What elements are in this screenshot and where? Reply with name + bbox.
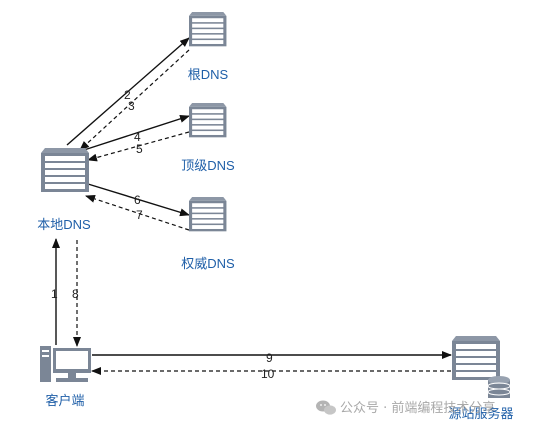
edge-labels: 2 3 4 5 6 7 1 8 9 10 (51, 88, 275, 381)
server-icon (189, 197, 227, 232)
edge-label-step-6: 6 (134, 193, 141, 207)
edge-label-step-2: 2 (124, 88, 131, 102)
node-root-dns: 根DNS (188, 12, 229, 82)
node-label-authoritative-dns: 权威DNS (181, 256, 235, 271)
edge-label-step-9: 9 (266, 351, 273, 365)
edge-label-step-10: 10 (261, 367, 275, 381)
node-label-tld-dns: 顶级DNS (181, 158, 235, 173)
wechat-icon (316, 400, 336, 415)
node-origin-server: 源站服务器 (448, 336, 514, 421)
node-local-dns: 本地DNS (37, 148, 91, 232)
watermark-text: 公众号 · 前端编程技术分享 (340, 400, 495, 416)
edge-label-step-3: 3 (128, 99, 135, 113)
computer-icon (40, 346, 91, 382)
edge-step-2 (66, 37, 190, 146)
edge-label-step-8: 8 (72, 287, 79, 301)
edge-step-5 (87, 131, 190, 162)
edge-label-step-5: 5 (136, 142, 143, 156)
database-icon (487, 376, 511, 398)
node-label-local-dns: 本地DNS (37, 217, 91, 232)
edge-label-step-4: 4 (134, 130, 141, 144)
edges (52, 37, 452, 375)
node-authoritative-dns: 权威DNS (181, 197, 235, 271)
edge-step-4 (83, 114, 190, 151)
node-label-root-dns: 根DNS (188, 67, 229, 82)
edge-step-6 (87, 183, 190, 217)
server-icon (189, 103, 227, 138)
node-label-client: 客户端 (45, 393, 84, 408)
edge-label-step-7: 7 (136, 208, 143, 222)
node-client: 客户端 (40, 346, 91, 408)
server-icon (189, 12, 227, 47)
server-icon (41, 148, 89, 192)
watermark: 公众号 · 前端编程技术分享 (316, 400, 495, 416)
edge-label-step-1: 1 (51, 287, 58, 301)
node-label-origin-server: 源站服务器 (448, 406, 513, 421)
node-tld-dns: 顶级DNS (181, 103, 235, 173)
database-server-icon (452, 336, 500, 380)
edge-step-3 (79, 49, 190, 151)
